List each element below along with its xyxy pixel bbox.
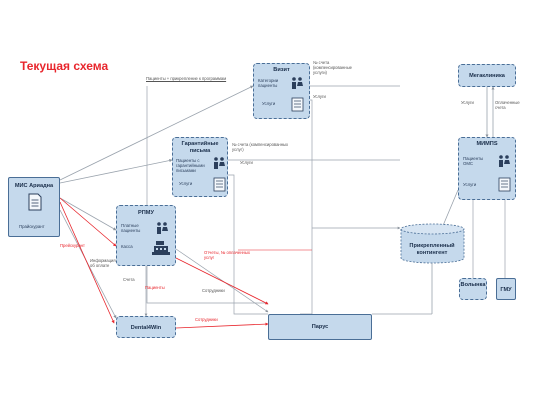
label-pacienty: Пациенты bbox=[145, 285, 165, 290]
link-prog-line bbox=[146, 86, 268, 304]
node-vizit-sub2: Услуги bbox=[262, 101, 276, 106]
label-prays: Прейскурант bbox=[60, 243, 85, 248]
people-icon bbox=[157, 222, 168, 234]
people-icon bbox=[499, 155, 510, 167]
link-red-dental-parus bbox=[175, 322, 269, 329]
cash-register-icon bbox=[152, 241, 170, 255]
link-garant-down bbox=[228, 174, 268, 315]
link-red-rpmu-parus bbox=[175, 257, 269, 305]
node-miimps-title: МИМПS bbox=[476, 141, 498, 147]
node-mis-title: МИС Ариадна bbox=[14, 183, 54, 189]
link-rpmu-parus bbox=[175, 248, 269, 313]
node-gmu-title: ГМУ bbox=[500, 287, 512, 293]
link-miimps-prikr bbox=[441, 189, 459, 229]
node-miimps: МИМПS Пациенты ОМС Услуги bbox=[458, 137, 516, 200]
label-otchety: Отчеты, № оплаченных услуг bbox=[204, 250, 250, 260]
people-icon bbox=[214, 157, 225, 169]
label-mega-right: Оплаченные счета bbox=[495, 100, 520, 110]
label-vizit-right: № счета (компенсированные услуги) bbox=[313, 60, 352, 75]
node-gmu: ГМУ bbox=[496, 278, 516, 300]
node-garant-sub1: Пациенты с гарантийными письмами bbox=[176, 158, 205, 173]
node-prikr-title: Прикрепленный контингент bbox=[409, 243, 455, 256]
node-garant: Гарантийные письма Пациенты с гарантийны… bbox=[172, 137, 228, 197]
link-mis-garant bbox=[59, 158, 173, 184]
label-vizit-right2: Услуги bbox=[313, 94, 326, 99]
link-mis-rpmu bbox=[59, 197, 117, 231]
node-miimps-sub2: Услуги bbox=[463, 182, 477, 187]
label-scheta: Счета bbox=[123, 277, 135, 282]
checklist-icon bbox=[291, 97, 304, 112]
node-mega-title: Мегаклиника bbox=[469, 73, 505, 79]
node-megaklinika: Мегаклиника bbox=[458, 64, 516, 87]
node-rpmu: РПМУ Платные пациенты Касса bbox=[116, 205, 176, 266]
node-vizit-title: Визит bbox=[273, 67, 290, 73]
document-icon bbox=[28, 193, 42, 211]
label-patients-prog: Пациенты + прикрепление к программам bbox=[146, 76, 227, 81]
link-mis-vizit bbox=[59, 85, 254, 181]
node-parus-title: Парус bbox=[311, 324, 329, 330]
node-rpmu-sub1: Платные пациенты bbox=[121, 223, 141, 233]
page-title: Текущая схема bbox=[20, 59, 109, 73]
node-volynka: Волынка bbox=[459, 278, 487, 300]
label-mega-left: Услуги bbox=[461, 100, 474, 105]
link-red-prays bbox=[59, 197, 117, 247]
node-vizit-sub1: Категории пациенты bbox=[258, 78, 279, 88]
label-garant-right2: Услуги bbox=[240, 160, 253, 165]
node-volynka-title: Волынка bbox=[460, 282, 486, 288]
node-rpmu-sub2: Касса bbox=[121, 244, 133, 249]
node-vizit: Визит Категории пациенты Услуги bbox=[253, 63, 310, 119]
label-info: Информация об оплате bbox=[90, 258, 116, 268]
node-rpmu-title: РПМУ bbox=[138, 210, 154, 216]
label-garant-right: № счета (компенсированных услуг) bbox=[232, 142, 289, 152]
checklist-icon bbox=[213, 177, 226, 192]
label-sotrudniki2: Сотрудники bbox=[195, 317, 218, 322]
node-garant-sub2: Услуги bbox=[179, 181, 193, 186]
node-mis-ariadna: МИС Ариадна Прайскурант bbox=[8, 177, 60, 237]
node-miimps-sub1: Пациенты ОМС bbox=[463, 156, 484, 166]
label-sotrudniki1: Сотрудники bbox=[202, 288, 225, 293]
people-icon bbox=[292, 77, 303, 89]
node-parus: Парус bbox=[268, 314, 372, 340]
node-mis-sub: Прайскурант bbox=[19, 224, 45, 229]
node-dental4win: Dental4Win bbox=[116, 316, 176, 338]
link-red-mis-dental bbox=[59, 201, 115, 324]
checklist-icon bbox=[498, 177, 511, 192]
node-dental-title: Dental4Win bbox=[130, 325, 162, 331]
node-garant-title: Гарантийные письма bbox=[181, 141, 219, 154]
database-cylinder-icon bbox=[400, 223, 465, 264]
link-vizit-down bbox=[300, 99, 313, 315]
